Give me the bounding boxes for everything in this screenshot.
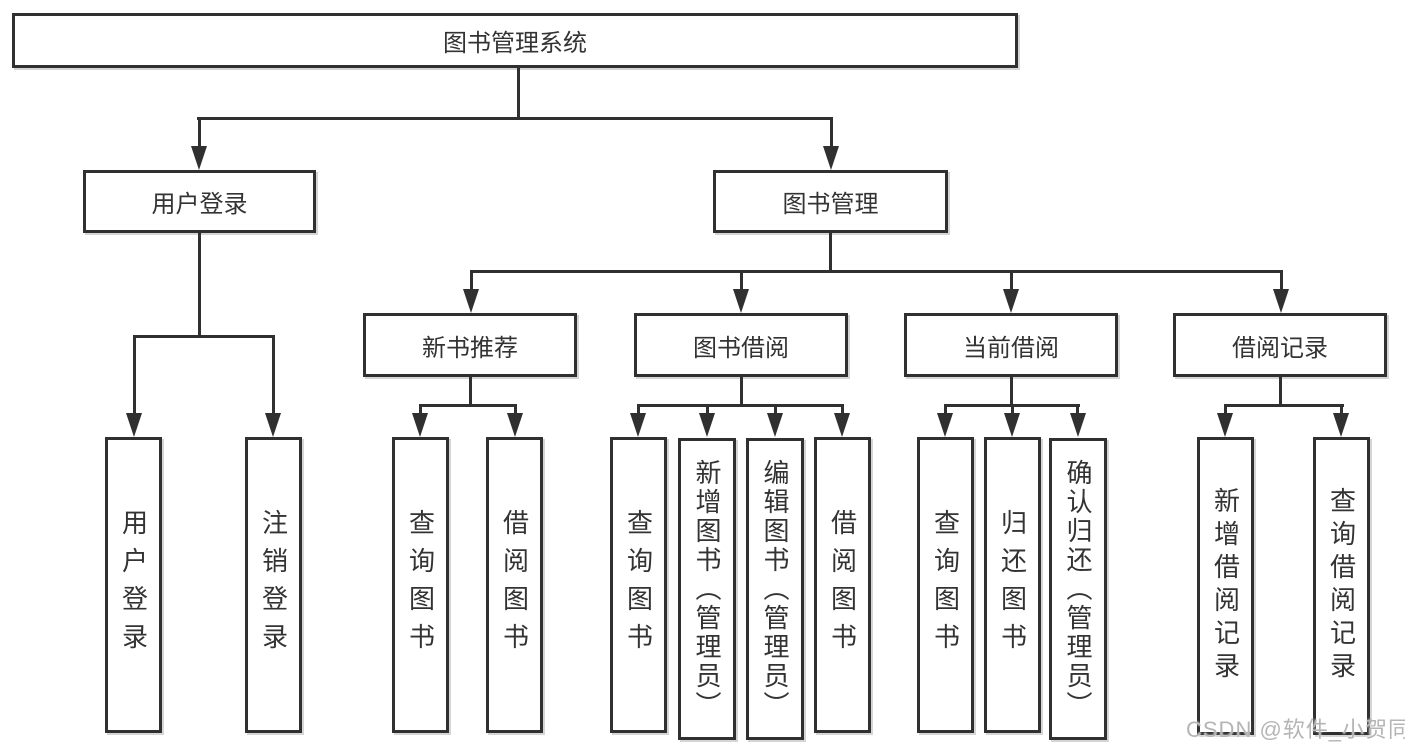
arrowhead [265,413,281,437]
arrowhead [463,289,479,313]
node-label: 注销登录 [258,509,289,661]
arrowhead [834,413,850,437]
node-label: 当前借阅 [963,334,1059,362]
node-label: 新增图书（管理员） [692,458,722,720]
line-vertical [1010,270,1013,292]
line-horizontal [133,335,275,338]
line-vertical [774,404,777,416]
leaf-borrow-books-borrowing: 借阅图书 [814,437,871,733]
leaf-user-login: 用户登录 [105,437,162,733]
arrowhead [191,146,207,170]
line-vertical [1280,270,1283,292]
node-label: 查询图书 [930,509,961,661]
line-vertical [740,375,743,406]
node-label: 确认归还（管理员） [1063,458,1093,720]
node-user-login: 用户登录 [83,170,316,233]
arrowhead [630,413,646,437]
line-vertical [1010,375,1013,406]
arrowhead [1004,413,1020,437]
node-label: 查询借阅记录 [1326,487,1357,685]
watermark: CSDN @软件_小贺同学 [1186,717,1405,742]
arrowhead [126,413,142,437]
node-borrowing-records: 借阅记录 [1173,313,1387,377]
arrowhead [412,413,428,437]
line-horizontal [419,404,517,407]
leaf-logout-login: 注销登录 [245,437,302,733]
node-current-borrowing: 当前借阅 [904,313,1118,377]
node-label: 图书管理系统 [443,30,587,57]
node-label: 图书管理 [782,191,879,218]
node-label: 用户登录 [118,509,149,661]
node-label: 用户登录 [151,191,248,218]
line-vertical [1224,404,1227,416]
line-vertical [1011,404,1014,416]
node-label: 归还图书 [997,509,1028,661]
leaf-query-books-borrowing: 查询图书 [610,437,667,733]
arrowhead [733,289,749,313]
line-vertical [944,404,947,416]
node-library-management-system: 图书管理系统 [12,13,1018,68]
line-vertical [470,270,473,292]
line-vertical [706,404,709,416]
arrowhead [937,413,953,437]
leaf-return-books: 归还图书 [984,437,1041,733]
line-horizontal [1224,404,1344,407]
node-label: 新增借阅记录 [1210,487,1241,685]
arrowhead [767,413,783,437]
leaf-add-books-admin: 新增图书（管理员） [678,438,736,740]
leaf-query-books-current: 查询图书 [917,437,974,733]
leaf-edit-books-admin: 编辑图书（管理员） [746,438,804,740]
node-label: 新书推荐 [422,334,518,362]
arrowhead [507,413,523,437]
line-vertical [198,232,201,337]
arrowhead [823,146,839,170]
leaf-borrow-books-recommend: 借阅图书 [486,437,543,733]
line-vertical [514,404,517,416]
line-vertical [829,232,832,272]
line-vertical [517,67,520,118]
line-vertical [419,404,422,416]
line-horizontal [197,117,833,120]
line-vertical [1279,375,1282,406]
leaf-query-borrow-record: 查询借阅记录 [1313,437,1370,735]
line-vertical [133,335,136,419]
arrowhead [699,413,715,437]
arrowhead [1070,413,1086,437]
leaf-query-books-recommend: 查询图书 [392,437,449,733]
node-new-book-recommendation: 新书推荐 [363,313,577,377]
node-label: 查询图书 [623,509,654,661]
line-vertical [469,375,472,406]
node-book-management: 图书管理 [713,170,948,233]
node-label: 借阅记录 [1232,334,1328,362]
line-vertical [198,117,201,150]
node-book-borrowing: 图书借阅 [634,313,848,377]
arrowhead [1217,413,1233,437]
leaf-confirm-return-admin: 确认归还（管理员） [1049,438,1107,740]
line-vertical [841,404,844,416]
line-vertical [1076,404,1079,416]
arrowhead [1273,289,1289,313]
line-horizontal [470,270,1282,273]
line-vertical [637,404,640,416]
node-label: 查询图书 [405,509,436,661]
node-label: 编辑图书（管理员） [760,458,790,720]
line-vertical [1340,404,1343,416]
line-vertical [272,335,275,419]
node-label: 借阅图书 [827,509,858,661]
line-horizontal [637,404,844,407]
leaf-add-borrow-record: 新增借阅记录 [1197,437,1254,735]
arrowhead [1333,413,1349,437]
node-label: 图书借阅 [693,334,789,362]
node-label: 借阅图书 [499,509,530,661]
line-vertical [740,270,743,292]
line-vertical [830,117,833,150]
arrowhead [1003,289,1019,313]
